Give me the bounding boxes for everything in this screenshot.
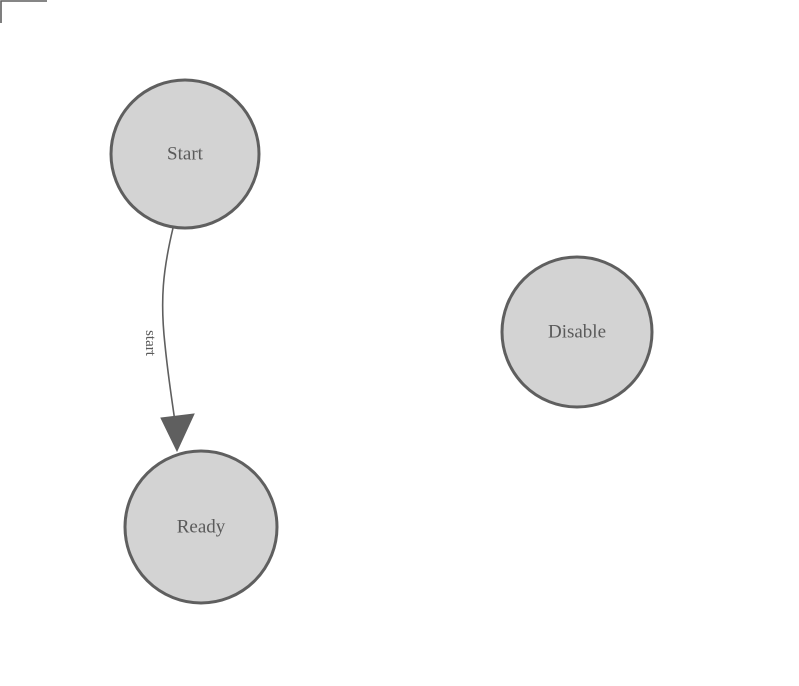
state-node-start-circle bbox=[109, 78, 261, 230]
edge-start-to-ready[interactable]: start bbox=[142, 227, 195, 453]
edge-path bbox=[161, 227, 178, 438]
state-node-disable-circle bbox=[500, 255, 654, 409]
state-node-start[interactable]: Start bbox=[109, 78, 261, 230]
edge-arrowhead-icon bbox=[160, 413, 195, 453]
state-node-ready-circle bbox=[123, 449, 279, 605]
state-node-disable[interactable]: Disable bbox=[500, 255, 654, 409]
state-node-start-label: Start bbox=[167, 144, 204, 165]
state-node-ready-label: Ready bbox=[177, 517, 226, 538]
state-node-ready[interactable]: Ready bbox=[123, 449, 279, 605]
corner-crop-mark-icon bbox=[0, 0, 47, 23]
edge-label-start: start bbox=[142, 330, 158, 357]
state-node-disable-label: Disable bbox=[548, 322, 606, 343]
